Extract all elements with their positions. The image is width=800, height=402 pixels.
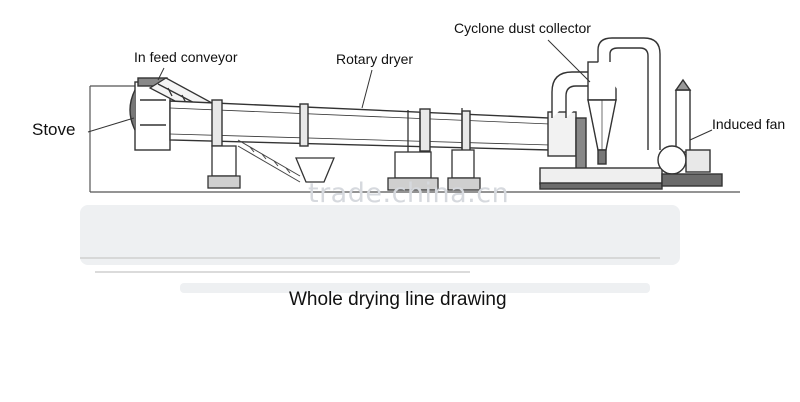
dryer-slope-hatch — [237, 139, 301, 183]
diagram-caption: Whole drying line drawing — [289, 289, 507, 310]
induced-fan — [657, 78, 723, 187]
label-induced-fan: Induced fan — [712, 116, 786, 132]
label-stove: Stove — [32, 120, 76, 139]
cyclone-dust-collector — [539, 37, 663, 190]
faint-underlines — [80, 257, 660, 273]
label-in-feed-conveyor: In feed conveyor — [134, 49, 238, 65]
scan-noise — [80, 205, 680, 293]
watermark: trade.china.cn — [308, 178, 510, 209]
label-rotary-dryer: Rotary dryer — [336, 51, 414, 67]
rotary-dryer-drum — [169, 99, 587, 179]
discharge-hopper — [295, 157, 335, 183]
ground-lines — [89, 85, 740, 193]
dryer-supports — [207, 108, 481, 191]
label-cyclone-dust-collector: Cyclone dust collector — [454, 20, 591, 36]
